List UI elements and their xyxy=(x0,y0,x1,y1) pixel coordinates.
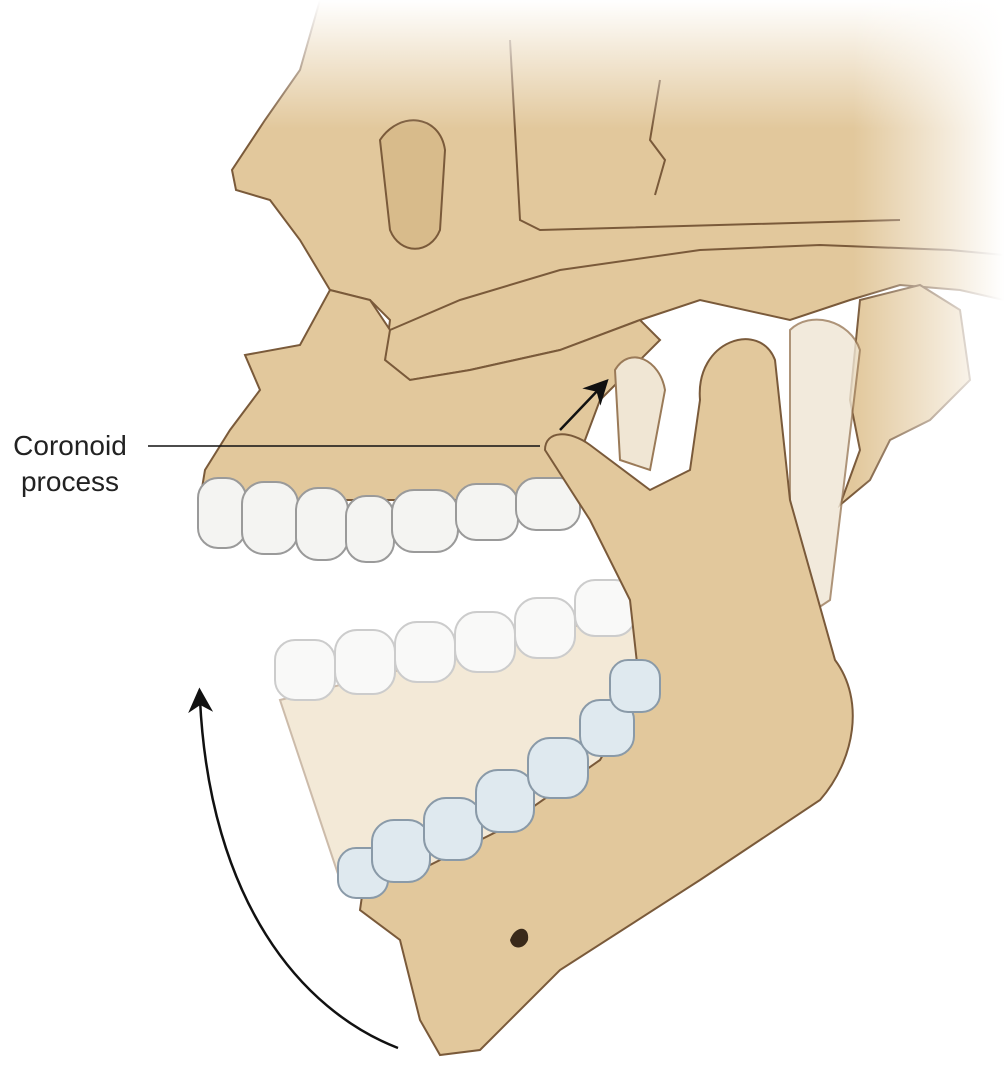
coronoid-arrow xyxy=(559,378,609,431)
closing-arc-arrow xyxy=(188,687,399,1050)
label-line-1: Coronoid xyxy=(13,430,127,461)
coronoid-process-label: Coronoid process xyxy=(0,428,140,500)
label-line-2: process xyxy=(20,466,120,497)
